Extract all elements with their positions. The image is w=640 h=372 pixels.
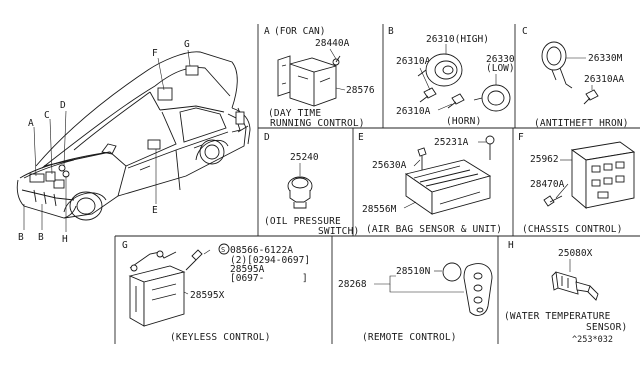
callout-A: A [28, 118, 34, 129]
section-d-oil-pressure-switch: D 25240 (OIL PRESSURE SWITCH) [264, 132, 359, 237]
part-25231A: 25231A [434, 137, 469, 148]
section-a-title: (FOR CAN) [274, 26, 325, 37]
section-remote-control: 28510N 28268 (REMOTE CONTROL) [338, 262, 493, 343]
section-d-caption-1: (OIL PRESSURE [264, 216, 341, 227]
section-e-caption: (AIR BAG SENSOR & UNIT) [366, 224, 502, 235]
part-26330-low: 26330 [486, 54, 515, 65]
part-26310A-lower: 26310A [396, 106, 431, 117]
section-d-letter: D [264, 132, 270, 143]
section-remote-caption: (REMOTE CONTROL) [362, 332, 457, 343]
part-25630A: 25630A [372, 160, 407, 171]
callout-F: F [152, 48, 158, 59]
callout-D: D [60, 100, 66, 111]
car-illustration [16, 49, 251, 232]
part-26330-low-note: (LOW) [486, 63, 515, 74]
section-g-caption: (KEYLESS CONTROL) [170, 332, 271, 343]
section-b-caption: (HORN) [446, 116, 482, 127]
section-a-caption-2: RUNNING CONTROL) [270, 118, 365, 129]
section-e-air-bag-sensor-unit: E 25231A 25630A 28556M (AIR BAG SENSOR &… [358, 132, 502, 235]
callout-B-right: B [38, 232, 44, 243]
part-28556M: 28556M [362, 204, 397, 215]
part-26310A-upper: 26310A [396, 56, 431, 67]
part-28470A: 28470A [530, 179, 565, 190]
section-g-letter: G [122, 240, 128, 251]
part-08566-qty: (2)[0294-0697] [230, 255, 310, 266]
part-26330M: 26330M [588, 53, 623, 64]
callout-B-left: B [18, 232, 24, 243]
section-h-letter: H [508, 240, 514, 251]
section-f-chassis-control: F 25962 28470A (CHASSIS CONTROL) [518, 132, 636, 235]
part-26310AA: 26310AA [584, 74, 624, 85]
part-28595A-range: [0697- [230, 273, 264, 284]
part-26310-high: 26310(HIGH) [426, 34, 489, 45]
part-08566-6122A: 08566-6122A [230, 245, 293, 256]
part-28510N: 28510N [396, 266, 431, 277]
part-25962: 25962 [530, 154, 559, 165]
callout-G: G [184, 39, 190, 50]
part-28595A: 28595A [230, 264, 265, 275]
part-28268: 28268 [338, 279, 367, 290]
section-h-caption-2: SENSOR) [586, 322, 627, 333]
section-a-caption-1: (DAY TIME [268, 108, 321, 119]
section-e-letter: E [358, 132, 364, 143]
section-c-caption: (ANTITHEFT HRON) [534, 118, 629, 129]
section-b-letter: B [388, 26, 394, 37]
car-callout-labels: F G A C D E B B H [18, 39, 190, 245]
part-28576: 28576 [346, 85, 375, 96]
section-h-caption-1: (WATER TEMPERATURE [504, 311, 611, 322]
section-h-water-temperature-sensor: H 25080X (WATER TEMPERATURE SENSOR) ^253… [504, 240, 627, 345]
part-28595A-range-end: ] [302, 273, 308, 284]
callout-C: C [44, 110, 50, 121]
section-b-horn: B 26310(HIGH) 26330 (LOW) 26310A 26310A … [388, 26, 515, 127]
section-g-keyless-control: G S 08566-6122A (2)[0294-0697] 28595A [0… [122, 240, 310, 343]
section-a-day-time-running-control: A (FOR CAN) 28440A 28576 (DAY TIME RUNNI… [264, 26, 375, 129]
section-c-antitheft-horn: C 26330M 26310AA (ANTITHEFT HRON) [522, 26, 629, 129]
section-f-letter: F [518, 132, 524, 143]
section-a-letter: A [264, 26, 270, 37]
section-d-caption-2: SWITCH) [318, 226, 359, 237]
section-f-caption: (CHASSIS CONTROL) [522, 224, 623, 235]
section-c-letter: C [522, 26, 528, 37]
part-25080X: 25080X [558, 248, 593, 259]
panel-grid [114, 24, 640, 344]
part-25240: 25240 [290, 152, 319, 163]
part-28440A: 28440A [315, 38, 350, 49]
part-28595X: 28595X [190, 290, 225, 301]
callout-E: E [152, 205, 158, 216]
diagram-code: ^253*032 [572, 335, 613, 345]
screw-symbol: S [221, 246, 225, 254]
callout-H: H [62, 234, 68, 245]
